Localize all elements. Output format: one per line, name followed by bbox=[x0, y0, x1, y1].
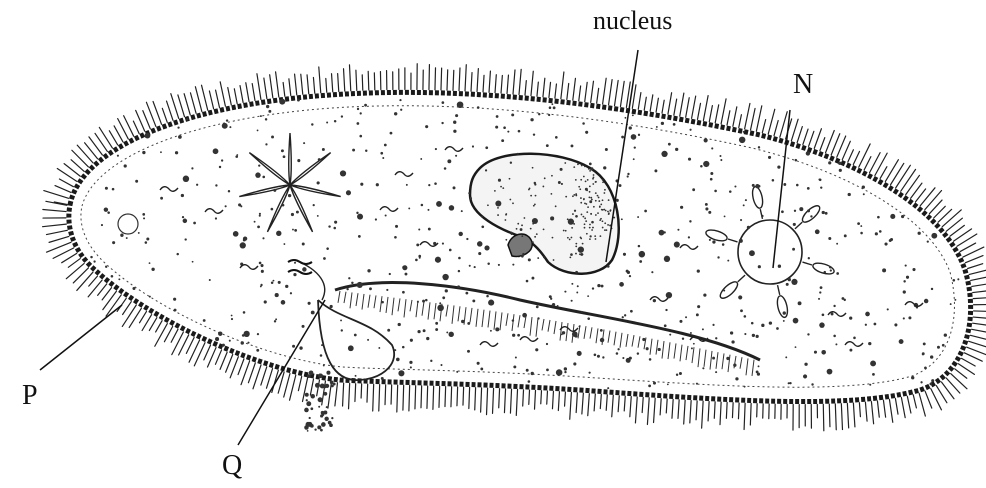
macronucleus bbox=[470, 154, 619, 274]
n-leader-line bbox=[773, 110, 790, 268]
contractile-vacuole-anterior bbox=[239, 133, 340, 232]
nucleus-leader-line bbox=[606, 50, 638, 262]
p-leader-line bbox=[40, 305, 122, 370]
food-vacuole bbox=[118, 214, 138, 234]
radiating-canals bbox=[705, 186, 836, 319]
contractile-vacuole-posterior bbox=[738, 220, 802, 284]
gullet-stem bbox=[295, 260, 325, 300]
nucleus-label: nucleus bbox=[593, 8, 672, 34]
micronucleus bbox=[508, 234, 532, 256]
gullet bbox=[318, 300, 394, 380]
q-label: Q bbox=[222, 452, 242, 480]
p-label: P bbox=[22, 382, 38, 410]
oral-groove bbox=[335, 283, 760, 360]
n-label: N bbox=[793, 71, 813, 99]
